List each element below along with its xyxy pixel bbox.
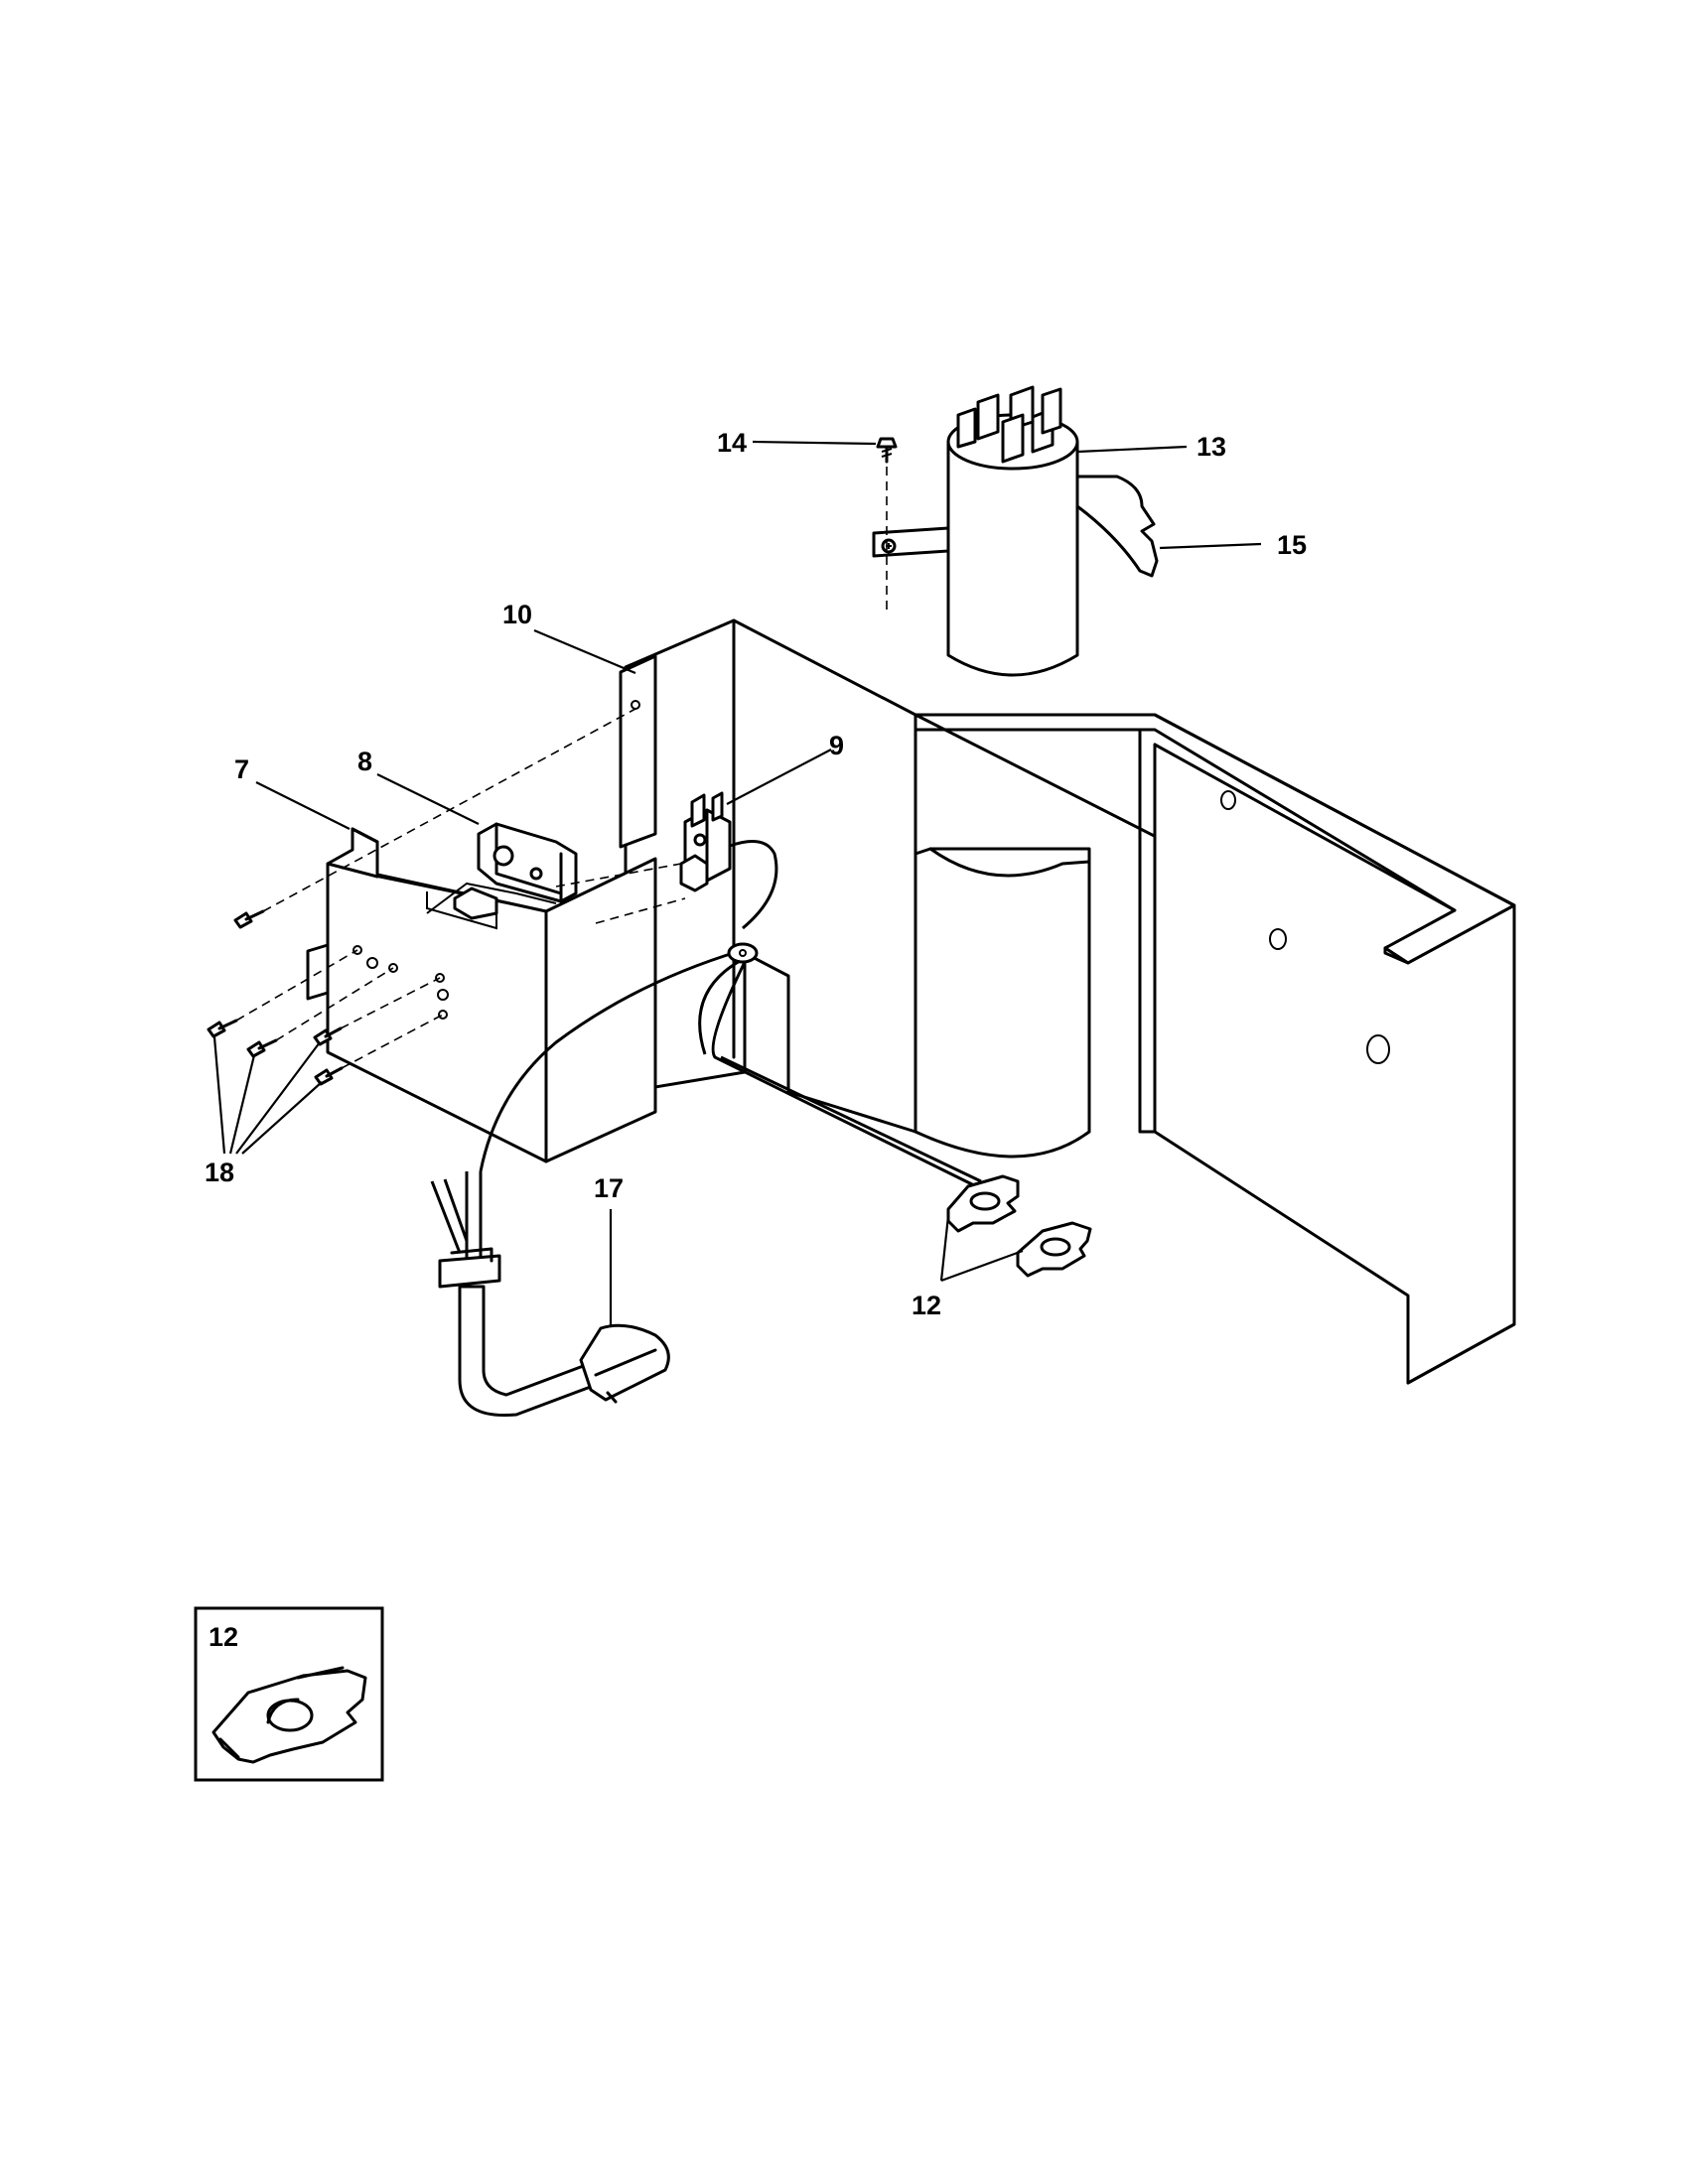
screw-14 bbox=[876, 437, 898, 615]
callout-15: 15 bbox=[1277, 530, 1307, 560]
clips-12 bbox=[946, 1174, 1092, 1278]
callout-14: 14 bbox=[717, 428, 747, 458]
callout-18: 18 bbox=[205, 1158, 234, 1187]
callout-17: 17 bbox=[594, 1173, 624, 1203]
center-bracket bbox=[619, 618, 1091, 1159]
callout-7: 7 bbox=[234, 754, 249, 784]
cabinet-panel bbox=[914, 713, 1516, 1385]
power-cord bbox=[430, 1171, 670, 1418]
capacitor-bracket bbox=[1075, 475, 1159, 578]
inset-detail-12: 12 bbox=[194, 1606, 384, 1782]
callout-labels: 14 13 15 10 8 9 7 17 18 12 bbox=[205, 428, 1307, 1320]
switch bbox=[679, 791, 778, 930]
leader-lines bbox=[212, 440, 1262, 1325]
callout-8: 8 bbox=[357, 747, 372, 776]
callout-13: 13 bbox=[1196, 432, 1226, 462]
callout-12: 12 bbox=[912, 1291, 941, 1320]
timer-switch bbox=[426, 822, 578, 920]
control-box bbox=[306, 827, 657, 1163]
callout-10: 10 bbox=[502, 600, 532, 629]
wiring-harness bbox=[479, 942, 982, 1189]
inset-label: 12 bbox=[209, 1622, 238, 1652]
capacitor bbox=[872, 385, 1079, 677]
callout-9: 9 bbox=[829, 731, 844, 760]
